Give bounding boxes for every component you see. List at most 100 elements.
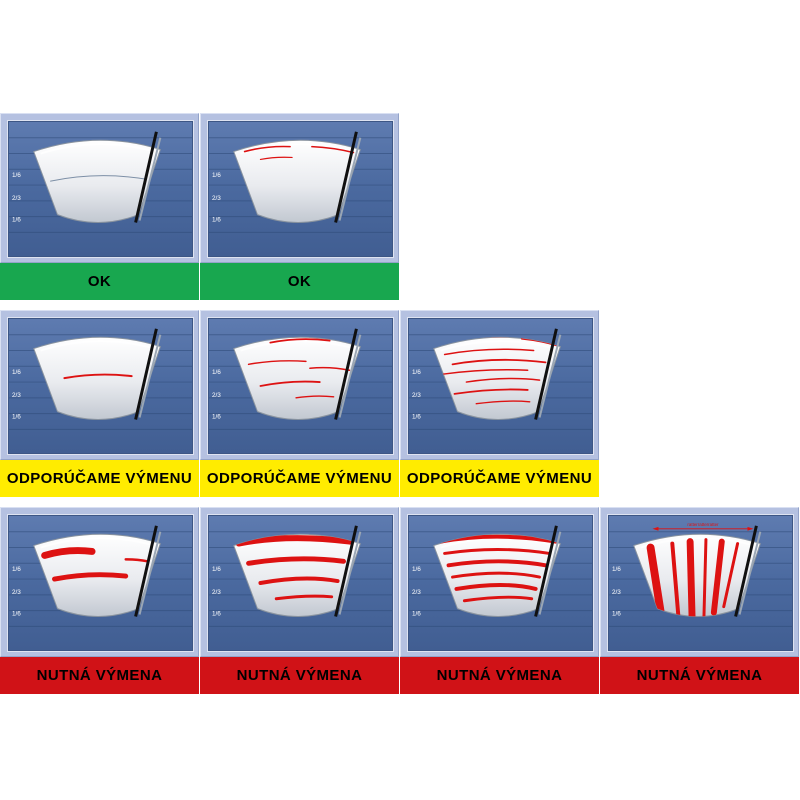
scale-tick-bottom: 1/6 — [212, 217, 221, 224]
wiper-blade-line — [334, 525, 358, 617]
scale-tick-top: 1/6 — [12, 369, 21, 376]
scale-tick-top: 1/6 — [12, 566, 21, 573]
blade-shadow — [738, 531, 762, 615]
row-warn: 1/6 2/3 1/6 ODPORÚČAME VÝMENU 1/6 2/3 1/6 OD… — [0, 310, 799, 497]
status-label: OK — [0, 263, 199, 300]
blade-shadow — [338, 137, 362, 221]
wear-streaks — [50, 175, 147, 182]
row-ok: 1/6 2/3 1/6 OK 1/6 2/3 1/6 OK — [0, 113, 799, 300]
status-label: ODPORÚČAME VÝMENU — [400, 460, 599, 497]
scale-tick-top: 1/6 — [412, 566, 421, 573]
wear-cell: 1/6 2/3 1/6 ODPORÚČAME VÝMENU — [0, 310, 199, 497]
wiper-sweep-panel: 1/6 2/3 1/6 — [200, 507, 399, 657]
wear-cell: 1/6 2/3 1/6 NUTNÁ VÝMENA — [200, 507, 399, 694]
wiper-sweep-graphic: 1/6 2/3 1/6 — [8, 121, 193, 257]
scale-tick-bottom: 1/6 — [212, 611, 221, 618]
wiper-sweep-area — [33, 139, 161, 223]
sweep-highlight — [240, 340, 355, 352]
annotation-text: ratterratterratter — [687, 522, 719, 527]
scale-tick-mid: 2/3 — [12, 589, 21, 596]
wear-streaks — [63, 373, 133, 380]
scale-tick-mid: 2/3 — [12, 392, 21, 399]
wiper-sweep-panel: 1/6 2/3 1/6 — [400, 507, 599, 657]
scale-tick-mid: 2/3 — [12, 195, 21, 202]
wiper-sweep-panel: 1/6 2/3 1/6 — [200, 113, 399, 263]
scale-tick-bottom: 1/6 — [12, 414, 21, 421]
wear-cell: 1/6 2/3 1/6 NUTNÁ VÝMENA — [0, 507, 199, 694]
blade-shadow — [138, 531, 162, 615]
wear-streaks — [646, 538, 740, 617]
blade-shadow — [538, 334, 562, 418]
wear-cell: 1/6 2/3 1/6 ODPORÚČAME VÝMENU — [200, 310, 399, 497]
scale-tick-top: 1/6 — [412, 369, 421, 376]
status-label: NUTNÁ VÝMENA — [400, 657, 599, 694]
wiper-sweep-panel: 1/6 2/3 1/6 — [0, 113, 199, 263]
wiper-blade-line — [334, 131, 358, 223]
wiper-wear-chart: 1/6 2/3 1/6 OK 1/6 2/3 1/6 OK 1/6 2/3 1/6 ODPO… — [0, 113, 799, 704]
scale-tick-mid: 2/3 — [612, 589, 621, 596]
wiper-sweep-area — [233, 336, 361, 420]
status-label: ODPORÚČAME VÝMENU — [0, 460, 199, 497]
scale-tick-bottom: 1/6 — [12, 217, 21, 224]
wiper-blade-line — [134, 328, 158, 420]
sweep-highlight — [40, 143, 155, 155]
scale-tick-top: 1/6 — [212, 566, 221, 573]
wiper-sweep-graphic: 1/62/31/6 — [408, 318, 593, 454]
wear-streaks — [235, 535, 353, 601]
scale-tick-top: 1/6 — [212, 172, 221, 179]
blade-shadow — [138, 137, 162, 221]
status-label: NUTNÁ VÝMENA — [200, 657, 399, 694]
sweep-highlight — [40, 537, 155, 549]
wiper-blade-line — [534, 525, 558, 617]
wear-cell: 1/6 2/3 1/6 ratterratterratter NUTNÁ VÝMENA — [600, 507, 799, 694]
wiper-blade-line — [134, 131, 158, 223]
scale-tick-mid: 2/3 — [412, 589, 421, 596]
wiper-sweep-panel: 1/6 2/3 1/6 — [200, 310, 399, 460]
status-label: ODPORÚČAME VÝMENU — [200, 460, 399, 497]
sweep-highlight — [640, 537, 755, 549]
blade-shadow — [138, 334, 162, 418]
sweep-highlight — [440, 340, 555, 352]
wiper-sweep-graphic: 1/6 2/3 1/6 — [208, 121, 393, 257]
wiper-blade-line — [734, 525, 758, 617]
wear-cell: 1/6 2/3 1/6 OK — [0, 113, 199, 300]
wiper-sweep-graphic: 1/6 2/3 1/6 — [208, 515, 393, 651]
wear-streaks — [247, 338, 351, 399]
blade-shadow — [338, 334, 362, 418]
scale-tick-bottom: 1/6 — [12, 611, 21, 618]
scale-tick-mid: 2/3 — [212, 195, 221, 202]
scale-tick-top: 1/6 — [12, 172, 21, 179]
scale-tick-mid: 2/3 — [412, 392, 421, 399]
scale-tick-top: 1/6 — [212, 369, 221, 376]
wiper-blade-line — [134, 525, 158, 617]
wear-cell: 1/6 2/3 1/6 NUTNÁ VÝMENA — [400, 507, 599, 694]
wear-cell: 1/6 2/3 1/6 OK — [200, 113, 399, 300]
wear-streaks — [438, 534, 558, 603]
scale-tick-mid: 2/3 — [212, 392, 221, 399]
wiper-sweep-area — [233, 139, 361, 223]
annotation: ratterratterratter — [652, 522, 754, 531]
status-label: NUTNÁ VÝMENA — [0, 657, 199, 694]
row-replace: 1/6 2/3 1/6 NUTNÁ VÝMENA 1/6 2/3 1/6 NUTNÁ V… — [0, 507, 799, 694]
sweep-highlight — [40, 340, 155, 352]
wiper-sweep-graphic: 1/6 2/3 1/6 — [408, 515, 593, 651]
wiper-sweep-panel: 1/6 2/3 1/6 — [0, 310, 199, 460]
blade-shadow — [338, 531, 362, 615]
wiper-blade-line — [334, 328, 358, 420]
wiper-sweep-area — [33, 336, 161, 420]
scale-tick-bottom: 1/6 — [412, 611, 421, 618]
scale-tick-bottom: 1/6 — [612, 611, 621, 618]
scale-tick-mid: 2/3 — [212, 589, 221, 596]
scale-tick-top: 1/6 — [612, 566, 621, 573]
wear-streaks — [41, 547, 149, 582]
wiper-sweep-panel: 1/6 2/3 1/6 — [0, 507, 199, 657]
status-label: NUTNÁ VÝMENA — [600, 657, 799, 694]
wiper-sweep-graphic: 1/6 2/3 1/6 — [208, 318, 393, 454]
status-label: OK — [200, 263, 399, 300]
wiper-sweep-panel: 1/6 2/3 1/6 ratterratterratter — [600, 507, 799, 657]
wiper-sweep-graphic: 1/6 2/3 1/6 ratterratterratter — [608, 515, 793, 651]
wiper-sweep-graphic: 1/6 2/3 1/6 — [8, 318, 193, 454]
scale-tick-bottom: 1/6 — [212, 414, 221, 421]
